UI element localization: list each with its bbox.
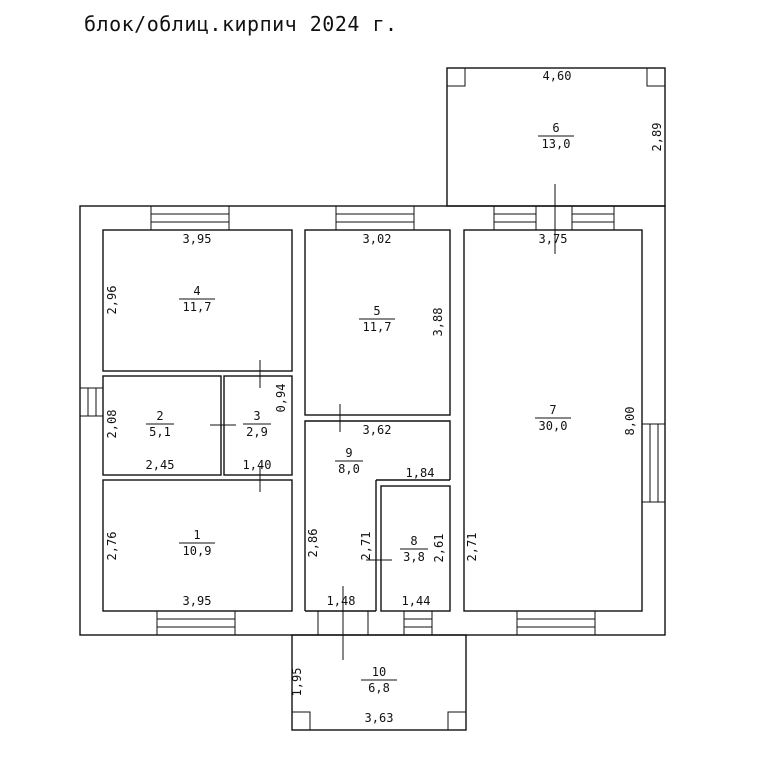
dim-r9-height: 2,86	[306, 529, 320, 558]
room-6-label: 6 13,0	[538, 121, 574, 151]
room-area: 11,7	[183, 300, 212, 314]
room-9-label: 9 8,0	[335, 446, 363, 476]
window-right	[641, 423, 666, 503]
dim-r9-bottom: 1,48	[327, 594, 356, 608]
window-top-left	[150, 205, 230, 231]
dim-r2-height: 2,08	[105, 410, 119, 439]
dim-r3-width: 1,40	[243, 458, 272, 472]
window-top-right-b	[571, 205, 615, 231]
plan-title: блок/облиц.кирпич 2024 г.	[84, 12, 398, 36]
room-number: 8	[410, 534, 417, 548]
dim-r7-height: 8,00	[623, 407, 637, 436]
dim-r5-width: 3,02	[363, 232, 392, 246]
dim-r6-height: 2,89	[650, 123, 664, 152]
room-area: 6,8	[368, 681, 390, 695]
dim-r9-extra: 1,84	[406, 466, 435, 480]
column-mark	[291, 711, 311, 731]
room-1-label: 1 10,9	[179, 528, 215, 558]
window-left	[79, 387, 104, 417]
dim-r8-left: 2,71	[359, 532, 373, 561]
room-area: 8,0	[338, 462, 360, 476]
room-5-label: 5 11,7	[359, 304, 395, 334]
room-7-label: 7 30,0	[535, 403, 571, 433]
terrace-10-outline	[291, 634, 467, 731]
room-area: 5,1	[149, 425, 171, 439]
room-number: 4	[193, 284, 200, 298]
room-number: 1	[193, 528, 200, 542]
dim-r1-width: 3,95	[183, 594, 212, 608]
room-number: 7	[549, 403, 556, 417]
dim-r4-width: 3,95	[183, 232, 212, 246]
room-9-outline	[304, 420, 451, 611]
room-2-label: 2 5,1	[146, 409, 174, 439]
dim-r9-width: 3,62	[363, 423, 392, 437]
dim-r5-height: 3,88	[431, 308, 445, 337]
room-3-label: 3 2,9	[243, 409, 271, 439]
dim-r8-right: 2,61	[432, 534, 446, 563]
room-area: 13,0	[542, 137, 571, 151]
dim-r6-width: 4,60	[543, 69, 572, 83]
room-area: 3,8	[403, 550, 425, 564]
dim-r7-width: 3,75	[539, 232, 568, 246]
dim-r8-width: 1,44	[402, 594, 431, 608]
room-4-label: 4 11,7	[179, 284, 215, 314]
dim-r1-height: 2,76	[105, 532, 119, 561]
dim-r10-width: 3,63	[365, 711, 394, 725]
dim-r10-height: 1,95	[290, 668, 304, 697]
room-area: 2,9	[246, 425, 268, 439]
room-number: 3	[253, 409, 260, 423]
dim-r7-left: 2,71	[465, 533, 479, 562]
dim-r2-width: 2,45	[146, 458, 175, 472]
room-number: 5	[373, 304, 380, 318]
room-number: 9	[345, 446, 352, 460]
room-area: 30,0	[539, 419, 568, 433]
room-area: 10,9	[183, 544, 212, 558]
dim-r4-height: 2,96	[105, 286, 119, 315]
window-top-right-a	[493, 205, 537, 231]
window-bottom-right	[516, 610, 596, 636]
room-number: 2	[156, 409, 163, 423]
window-bottom-left	[156, 610, 236, 636]
room-8-label: 8 3,8	[400, 534, 428, 564]
column-mark	[646, 67, 666, 87]
room-area: 11,7	[363, 320, 392, 334]
room-10-label: 10 6,8	[361, 665, 397, 695]
room-number: 10	[372, 665, 386, 679]
window-bottom-mid	[403, 610, 433, 636]
room-number: 6	[552, 121, 559, 135]
column-mark	[447, 711, 467, 731]
dim-r3-height: 0,94	[274, 384, 288, 413]
door-top-right	[535, 205, 573, 231]
window-top-middle	[335, 205, 415, 231]
dimension-labels: 4,60 3,95 3,02 3,75 3,62 1,84 2,45 1,40 …	[105, 69, 664, 725]
column-mark	[446, 67, 466, 87]
door-marks	[210, 184, 556, 660]
